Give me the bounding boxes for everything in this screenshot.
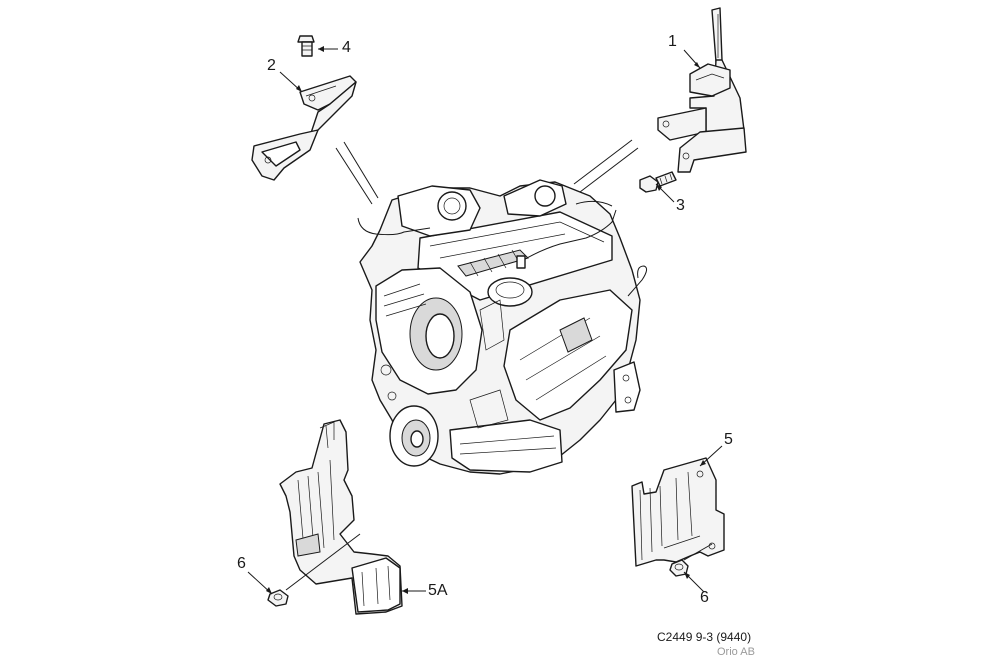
part-1-bracket (657, 7, 747, 173)
assembly-arrow-left (335, 141, 379, 205)
part-2-bracket (251, 75, 357, 181)
copyright: Orio AB (717, 646, 755, 658)
part-3-bolt (639, 171, 677, 193)
assembly-arrow-right (573, 139, 639, 193)
callout-6-left: 6 (237, 555, 246, 572)
callout-2: 2 (267, 57, 276, 74)
callout-6-right: 6 (700, 589, 709, 606)
part-6-nut-left (267, 589, 289, 607)
callout-3: 3 (676, 197, 685, 214)
callout-1: 1 (668, 33, 677, 50)
callout-5: 5 (724, 431, 733, 448)
callout-4: 4 (342, 39, 351, 56)
part-4-bolt (297, 35, 315, 57)
part-5a-shield (279, 419, 403, 615)
callout-5a: 5A (428, 582, 448, 599)
engine-block (357, 179, 648, 475)
part-5-shield (631, 457, 725, 567)
diagram-code: C2449 9-3 (9440) (657, 630, 752, 644)
leader-arrowheads (266, 46, 706, 594)
